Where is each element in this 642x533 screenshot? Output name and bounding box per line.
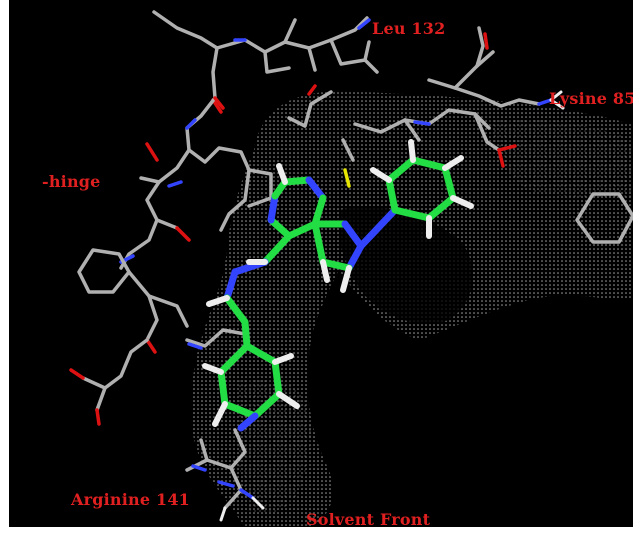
sulfur-bond	[343, 168, 351, 188]
surface-right	[489, 118, 633, 200]
hinge-nitrogen-1	[185, 118, 197, 130]
pocket-oxygen-2	[497, 148, 505, 168]
ligand	[202, 139, 474, 432]
hinge-label: -hinge	[42, 172, 101, 191]
hinge-nitrogen-2	[167, 180, 183, 188]
arginine-hydrogen-1	[251, 496, 265, 510]
leu132-residue	[152, 10, 379, 74]
molecular-view: Leu 132 Lysine 85 -hinge Arginine 141 So…	[9, 0, 633, 527]
right-aromatic-ring	[575, 192, 633, 244]
surface-lower	[235, 376, 311, 516]
arginine-nitrogen-2	[239, 488, 255, 500]
proline-oxygen	[145, 338, 157, 354]
lysine85-residue	[427, 26, 541, 108]
pocket-oxygen-3	[497, 144, 517, 152]
ligand-hydrogens	[202, 139, 474, 427]
protein-residues	[69, 10, 633, 522]
hinge-oxygen-1	[145, 142, 159, 162]
solvent-front-label: Solvent Front	[306, 510, 431, 527]
neighbor-nitrogen	[187, 342, 203, 350]
lysine85-label: Lysine 85	[549, 89, 633, 108]
leu-oxygen-bond	[211, 98, 223, 114]
lysine-hydrogen-2	[549, 98, 565, 110]
hinge-oxygen-2	[175, 226, 191, 242]
lysine-hydrogen-1	[549, 90, 563, 102]
lysine-oxygen	[483, 32, 489, 50]
arginine-hydrogen-2	[219, 506, 227, 522]
ligand-pyrazole-ring	[311, 220, 365, 272]
pocket-oxygen-1	[307, 84, 317, 96]
molecular-surface	[191, 91, 633, 527]
hinge-oxygen-3	[213, 96, 225, 110]
leu132-label: Leu 132	[372, 19, 446, 38]
lower-oxygen-2	[95, 408, 101, 426]
proline-ring	[77, 248, 189, 342]
lysine-nitrogen	[537, 98, 553, 106]
arginine141-label: Arginine 141	[71, 490, 191, 509]
docking-scene	[69, 10, 633, 527]
arginine-nitrogen-3	[191, 464, 207, 472]
arginine-nitrogen-1	[217, 480, 235, 488]
leu-nitrogen-bond-2	[357, 18, 371, 30]
lower-left-chain	[81, 338, 149, 412]
ligand-neighbor-chain	[185, 328, 247, 348]
pocket-nitrogen	[413, 120, 431, 126]
lower-oxygen-1	[69, 368, 85, 380]
